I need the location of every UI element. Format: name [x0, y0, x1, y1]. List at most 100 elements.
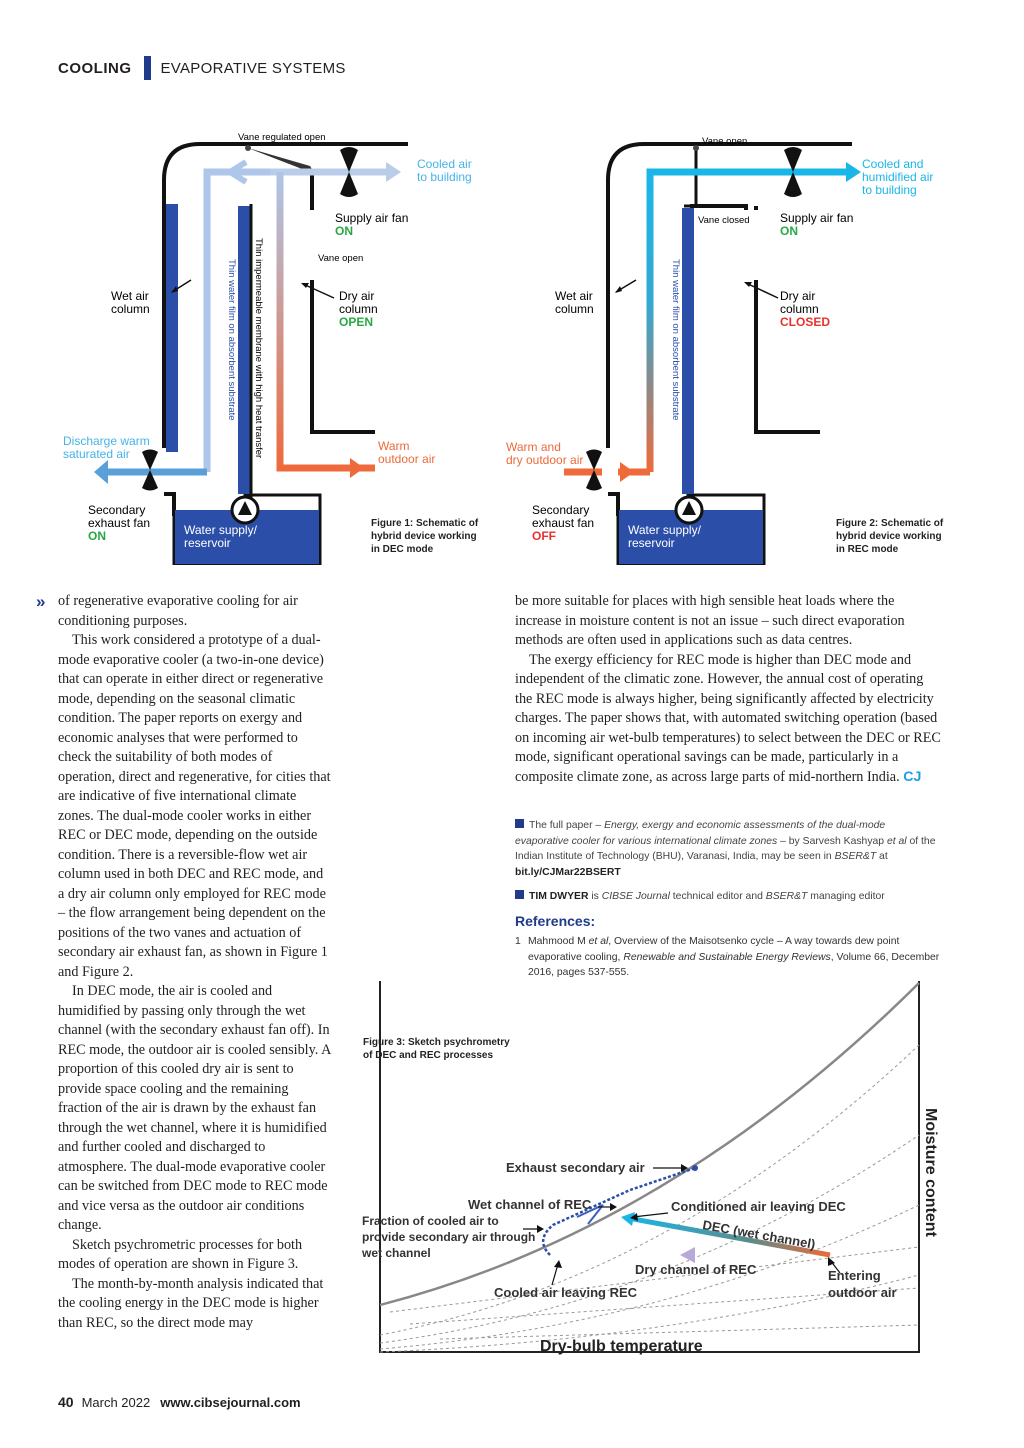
figure-1-caption: Figure 1: Schematic of hybrid device wor…	[371, 517, 478, 556]
figure-2-schematic: Vane open Cooled and humidified air to b…	[506, 136, 933, 565]
fig3-fraction-label: Fraction of cooled air to	[362, 1214, 499, 1228]
fig3-fraction-label-2: provide secondary air through	[362, 1230, 535, 1244]
fig1-reservoir-label-2: reservoir	[184, 536, 231, 550]
figure-1-caption-line: hybrid device working	[371, 531, 477, 542]
fig2-water-film-label: Thin water film on absorbent substrate	[670, 259, 681, 421]
supply-fan-icon-1	[340, 147, 358, 197]
fig1-dry-col-label-2: column	[339, 302, 378, 316]
fig1-membrane-label: Thin impermeable membrane with high heat…	[253, 238, 264, 458]
fig3-fraction-label-3: wet channel	[361, 1246, 431, 1260]
fig3-conditioned-label: Conditioned air leaving DEC	[671, 1199, 846, 1214]
secondary-fan-icon-1	[142, 449, 158, 491]
fig1-dry-col-state: OPEN	[339, 315, 373, 329]
note-text: is	[588, 891, 602, 902]
reference-part: Renewable and Sustainable Energy Reviews	[623, 951, 831, 963]
note-text: The full paper –	[529, 820, 605, 831]
section-title: COOLING	[58, 59, 132, 77]
pump-icon-1	[230, 495, 260, 525]
fig1-warm-label: Warm	[378, 439, 410, 453]
fig2-sec-fan-label: Secondary	[532, 503, 589, 517]
figure-2-caption: Figure 2: Schematic of hybrid device wor…	[836, 517, 943, 556]
figure-3-psychrometric-sketch: Exhaust secondary air Wet channel of REC…	[361, 981, 939, 1355]
fig2-dry-col-label-2: column	[780, 302, 819, 316]
note-square-icon	[515, 890, 524, 899]
fig3-dry-channel-label: Dry channel of REC	[635, 1262, 757, 1277]
fig2-warm-label-2: dry outdoor air	[506, 453, 583, 467]
fig2-vane-closed-label: Vane closed	[698, 215, 750, 226]
fig3-exhaust-label: Exhaust secondary air	[506, 1160, 645, 1175]
secondary-fan-icon-2	[586, 449, 602, 491]
fig2-out-air-label-3: to building	[862, 183, 917, 197]
fig1-discharge-label: Discharge warm	[63, 434, 150, 448]
note-text: et al	[886, 835, 907, 847]
article-paragraph: be more suitable for places with high se…	[515, 593, 905, 648]
fig3-x-axis-label: Dry-bulb temperature	[540, 1338, 703, 1355]
fig1-wet-col-label-2: column	[111, 302, 150, 316]
fig3-y-axis-label: Moisture content	[922, 1108, 939, 1238]
page-number: 40	[58, 1394, 74, 1410]
reference-part: et al	[588, 936, 609, 947]
note-square-icon	[515, 819, 524, 828]
reference-item: 1 Mahmood M et al, Overview of the Maiso…	[515, 934, 940, 981]
paper-link[interactable]: bit.ly/CJMar22BSERT	[515, 866, 621, 878]
section-subtitle: EVAPORATIVE SYSTEMS	[160, 59, 346, 77]
article-paragraph: of regenerative evaporative cooling for …	[58, 593, 298, 629]
supply-fan-icon-2	[784, 147, 802, 197]
author-note: TIM DWYER is CIBSE Journal technical edi…	[515, 889, 940, 905]
article-paragraph-text: The exergy efficiency for REC mode is hi…	[515, 651, 941, 785]
article-paragraph: Sketch psychrometric processes for both …	[58, 1236, 303, 1273]
fig1-reservoir-label: Water supply/	[184, 523, 258, 537]
issue-date: March 2022	[81, 1395, 151, 1410]
references-heading: References:	[515, 913, 596, 929]
header-divider	[143, 56, 151, 80]
fig1-discharge-label-2: saturated air	[63, 447, 130, 461]
figure-1-caption-line: Figure 1: Schematic of	[371, 518, 479, 529]
fig3-entering-label-2: outdoor air	[828, 1285, 897, 1300]
continued-marker-icon: »	[36, 592, 46, 611]
fig3-dec-wet-label: DEC (wet channel)	[701, 1217, 816, 1252]
pump-icon-2	[674, 495, 704, 525]
article-left-column: of regenerative evaporative cooling for …	[58, 592, 331, 1333]
figure-1-caption-line: in DEC mode	[371, 544, 434, 555]
figure-2-caption-line: hybrid device working	[836, 531, 942, 542]
note-text: BSER&T	[834, 851, 877, 862]
reference-text: Mahmood M et al, Overview of the Maisots…	[528, 934, 940, 981]
fig2-supply-fan-label: Supply air fan	[780, 211, 853, 225]
reference-part: , Volume 66, December 2016, pages 537-55…	[528, 951, 940, 979]
note-text: managing editor	[807, 891, 885, 902]
fig2-out-air-label-2: humidified air	[862, 170, 933, 184]
figure-2-caption-line: Figure 2: Schematic of	[836, 518, 944, 529]
fig2-dry-col-state: CLOSED	[780, 315, 830, 329]
fig3-entering-label: Entering	[828, 1268, 881, 1283]
fig2-reservoir-label: Water supply/	[628, 523, 702, 537]
article-paragraph: In DEC mode, the air is cooled and humid…	[58, 983, 331, 1233]
fig1-water-film-label: Thin water film on absorbent substrate	[226, 259, 237, 421]
reference-part: , Overview of the Maisotsenko cycle – A …	[528, 936, 900, 963]
figure-2-caption-line: in REC mode	[836, 544, 899, 555]
fig2-reservoir-label-2: reservoir	[628, 536, 675, 550]
fig2-wet-col-label: Wet air	[555, 289, 593, 303]
fig1-dry-col-label: Dry air	[339, 289, 374, 303]
page-header: COOLING EVAPORATIVE SYSTEMS	[58, 56, 346, 80]
fig1-vane-top-label: Vane regulated open	[238, 132, 326, 143]
reference-part: Mahmood M	[528, 936, 589, 947]
fig1-sec-fan-label-2: exhaust fan	[88, 516, 150, 530]
fig1-wet-col-label: Wet air	[111, 289, 149, 303]
fig2-out-air-label: Cooled and	[862, 157, 923, 171]
article-paragraph: The exergy efficiency for REC mode is hi…	[515, 651, 941, 788]
fig1-sec-fan-label: Secondary	[88, 503, 145, 517]
fig1-warm-label-2: outdoor air	[378, 452, 435, 466]
fig1-out-air-label: Cooled air	[417, 157, 472, 171]
fig1-out-air-label-2: to building	[417, 170, 472, 184]
fig2-wet-col-label-2: column	[555, 302, 594, 316]
page-footer: 40 March 2022 www.cibsejournal.com	[58, 1394, 301, 1410]
fig1-vane-open-label: Vane open	[318, 253, 363, 264]
fig2-sec-fan-state: OFF	[532, 529, 556, 543]
reference-number: 1	[515, 936, 521, 947]
fig2-supply-fan-state: ON	[780, 224, 798, 238]
note-text: CIBSE Journal	[601, 891, 670, 902]
figure-3-caption-line: Figure 3: Sketch psychrometry	[363, 1037, 510, 1048]
figure-3-caption-line: of DEC and REC processes	[363, 1050, 494, 1061]
website-link[interactable]: www.cibsejournal.com	[160, 1395, 301, 1410]
author-name: TIM DWYER	[529, 891, 589, 902]
